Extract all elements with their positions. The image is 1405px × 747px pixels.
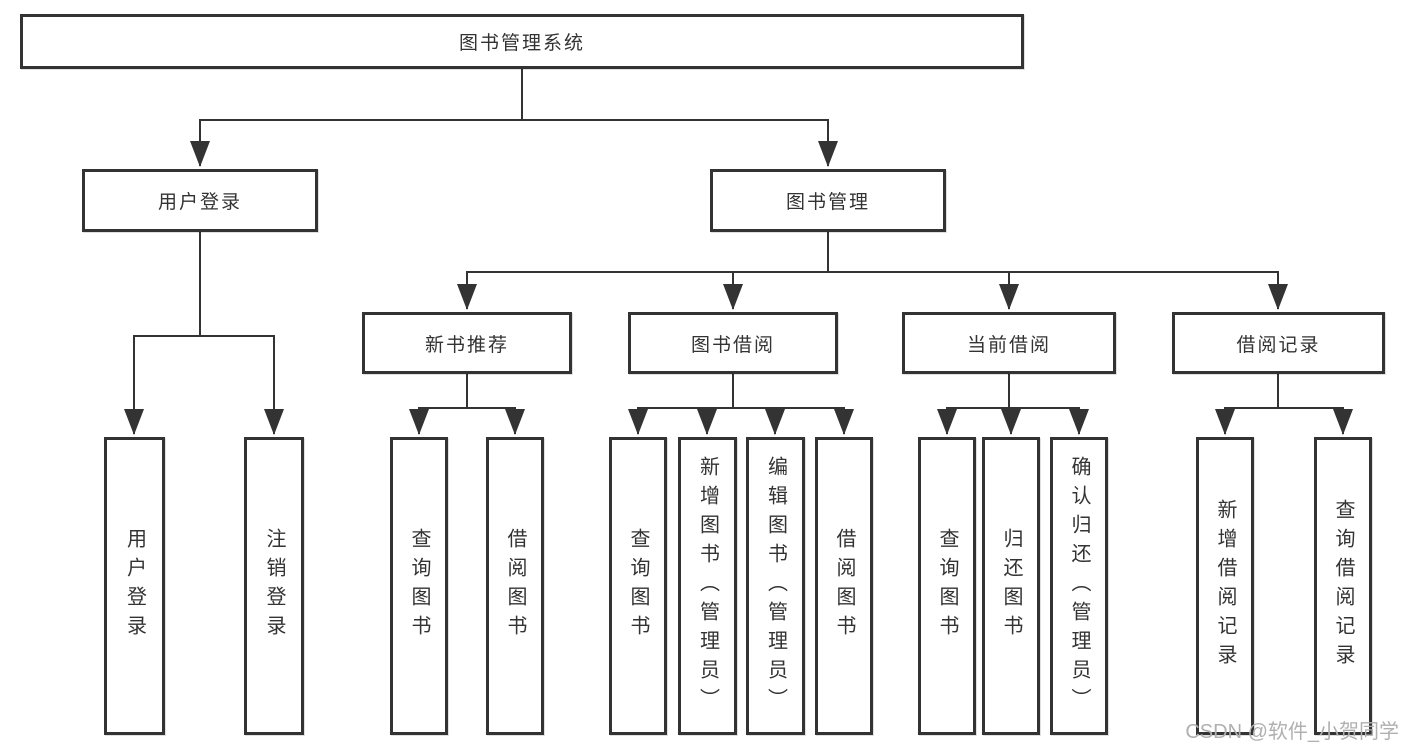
- leaf-bb-query-book: 查询图书: [609, 437, 667, 735]
- node-book-management: 图书管理: [710, 169, 946, 232]
- leaf-cb-query-book: 查询图书: [918, 437, 976, 735]
- leaf-bb-borrow-book: 借阅图书: [815, 437, 873, 735]
- leaf-br-query-record: 查询借阅记录: [1314, 437, 1372, 735]
- leaf-bb-edit-book: 编辑图书（管理员）: [746, 437, 805, 735]
- node-book-borrow: 图书借阅: [628, 312, 838, 374]
- node-root: 图书管理系统: [20, 14, 1024, 69]
- leaf-user-login: 用户登录: [104, 437, 165, 735]
- node-new-book-recommend: 新书推荐: [362, 312, 572, 374]
- leaf-rec-borrow-book: 借阅图书: [486, 437, 544, 735]
- leaf-logout-login: 注销登录: [244, 437, 304, 735]
- leaf-br-add-record: 新增借阅记录: [1196, 437, 1254, 735]
- leaf-cb-confirm-return: 确认归还（管理员）: [1050, 437, 1108, 735]
- leaf-bb-add-book: 新增图书（管理员）: [678, 437, 737, 735]
- node-user-login: 用户登录: [82, 169, 318, 232]
- node-borrow-record: 借阅记录: [1172, 312, 1385, 374]
- leaf-rec-query-book: 查询图书: [390, 437, 448, 735]
- leaf-cb-return-book: 归还图书: [982, 437, 1040, 735]
- csdn-watermark: CSDN @软件_小贺同学: [1185, 721, 1399, 743]
- node-current-borrow: 当前借阅: [902, 312, 1116, 374]
